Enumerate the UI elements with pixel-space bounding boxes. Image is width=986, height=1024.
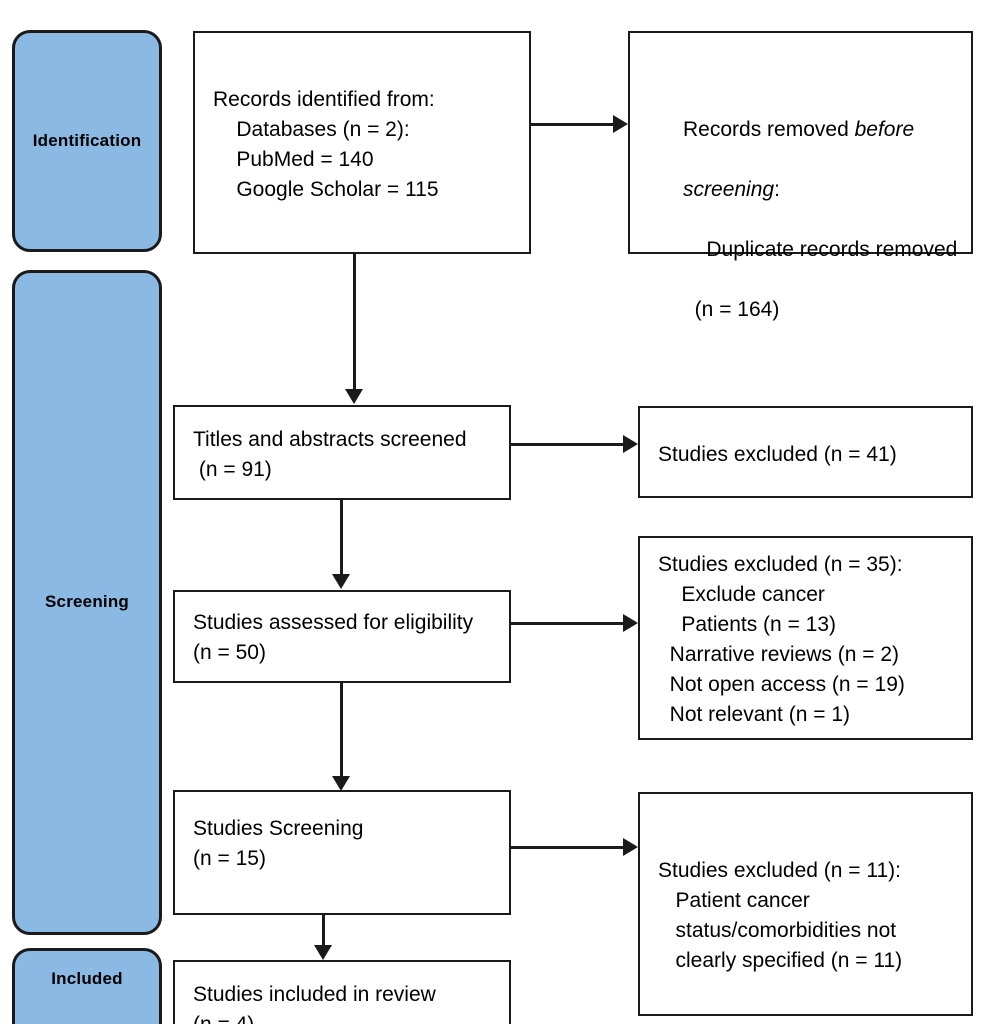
box-titles-abstracts-screened: Titles and abstracts screened (n = 91)	[173, 405, 511, 500]
records-removed-colon: :	[774, 178, 780, 201]
connector-identified-to-removed	[531, 123, 613, 126]
stage-panel-included: Included	[12, 948, 162, 1024]
stage-label-included: Included	[51, 968, 123, 988]
box-records-identified: Records identified from: Databases (n = …	[193, 31, 531, 254]
arrowhead-identified-to-screened	[345, 389, 363, 404]
arrowhead-eligibility-to-studies-screening	[332, 776, 350, 791]
arrowhead-studies-screening-to-excluded11	[623, 838, 638, 856]
box-studies-screening: Studies Screening (n = 15)	[173, 790, 511, 915]
box-studies-assessed-eligibility-text: Studies assessed for eligibility (n = 50…	[193, 611, 474, 664]
connector-screened-to-eligibility	[340, 500, 343, 574]
connector-studies-screening-to-included	[322, 915, 325, 945]
box-studies-excluded-11: Studies excluded (n = 11): Patient cance…	[638, 792, 973, 1016]
records-removed-italic-before: before	[854, 118, 915, 141]
records-removed-line-4: (n = 164)	[683, 298, 780, 321]
arrowhead-studies-screening-to-included	[314, 945, 332, 960]
connector-identified-to-screened	[353, 254, 356, 389]
arrowhead-screened-to-eligibility	[332, 574, 350, 589]
box-studies-screening-text: Studies Screening (n = 15)	[193, 817, 364, 870]
box-studies-included-review: Studies included in review (n = 4)	[173, 960, 511, 1024]
arrowhead-eligibility-to-excluded35	[623, 614, 638, 632]
box-records-identified-text: Records identified from: Databases (n = …	[213, 88, 439, 201]
records-removed-italic-screening: screening	[683, 178, 775, 201]
box-studies-assessed-eligibility: Studies assessed for eligibility (n = 50…	[173, 590, 511, 683]
connector-studies-screening-to-excluded11	[511, 846, 623, 849]
box-studies-included-review-text: Studies included in review (n = 4)	[193, 983, 436, 1024]
box-studies-excluded-41: Studies excluded (n = 41)	[638, 406, 973, 498]
connector-eligibility-to-studies-screening	[340, 683, 343, 776]
box-studies-excluded-11-text: Studies excluded (n = 11): Patient cance…	[658, 859, 903, 972]
stage-label-identification: Identification	[32, 130, 142, 150]
records-removed-line-3: Duplicate records removed	[683, 238, 958, 261]
stage-panel-screening: Screening	[12, 270, 162, 935]
records-removed-line-1: Records removed	[683, 118, 855, 141]
box-titles-abstracts-screened-text: Titles and abstracts screened (n = 91)	[193, 428, 467, 481]
stage-label-screening: Screening	[45, 592, 129, 612]
stage-panel-identification: Identification	[12, 30, 162, 252]
connector-screened-to-excluded41	[511, 443, 623, 446]
box-studies-excluded-41-text: Studies excluded (n = 41)	[658, 443, 897, 466]
arrowhead-identified-to-removed	[613, 115, 628, 133]
box-records-removed: Records removed before screening: Duplic…	[628, 31, 973, 321]
box-records-removed-text: Records removed before screening: Duplic…	[648, 85, 961, 355]
box-studies-excluded-35: Studies excluded (n = 35): Exclude cance…	[638, 536, 973, 740]
connector-eligibility-to-excluded35	[511, 622, 623, 625]
arrowhead-screened-to-excluded41	[623, 435, 638, 453]
box-studies-excluded-35-text: Studies excluded (n = 35): Exclude cance…	[658, 553, 905, 726]
